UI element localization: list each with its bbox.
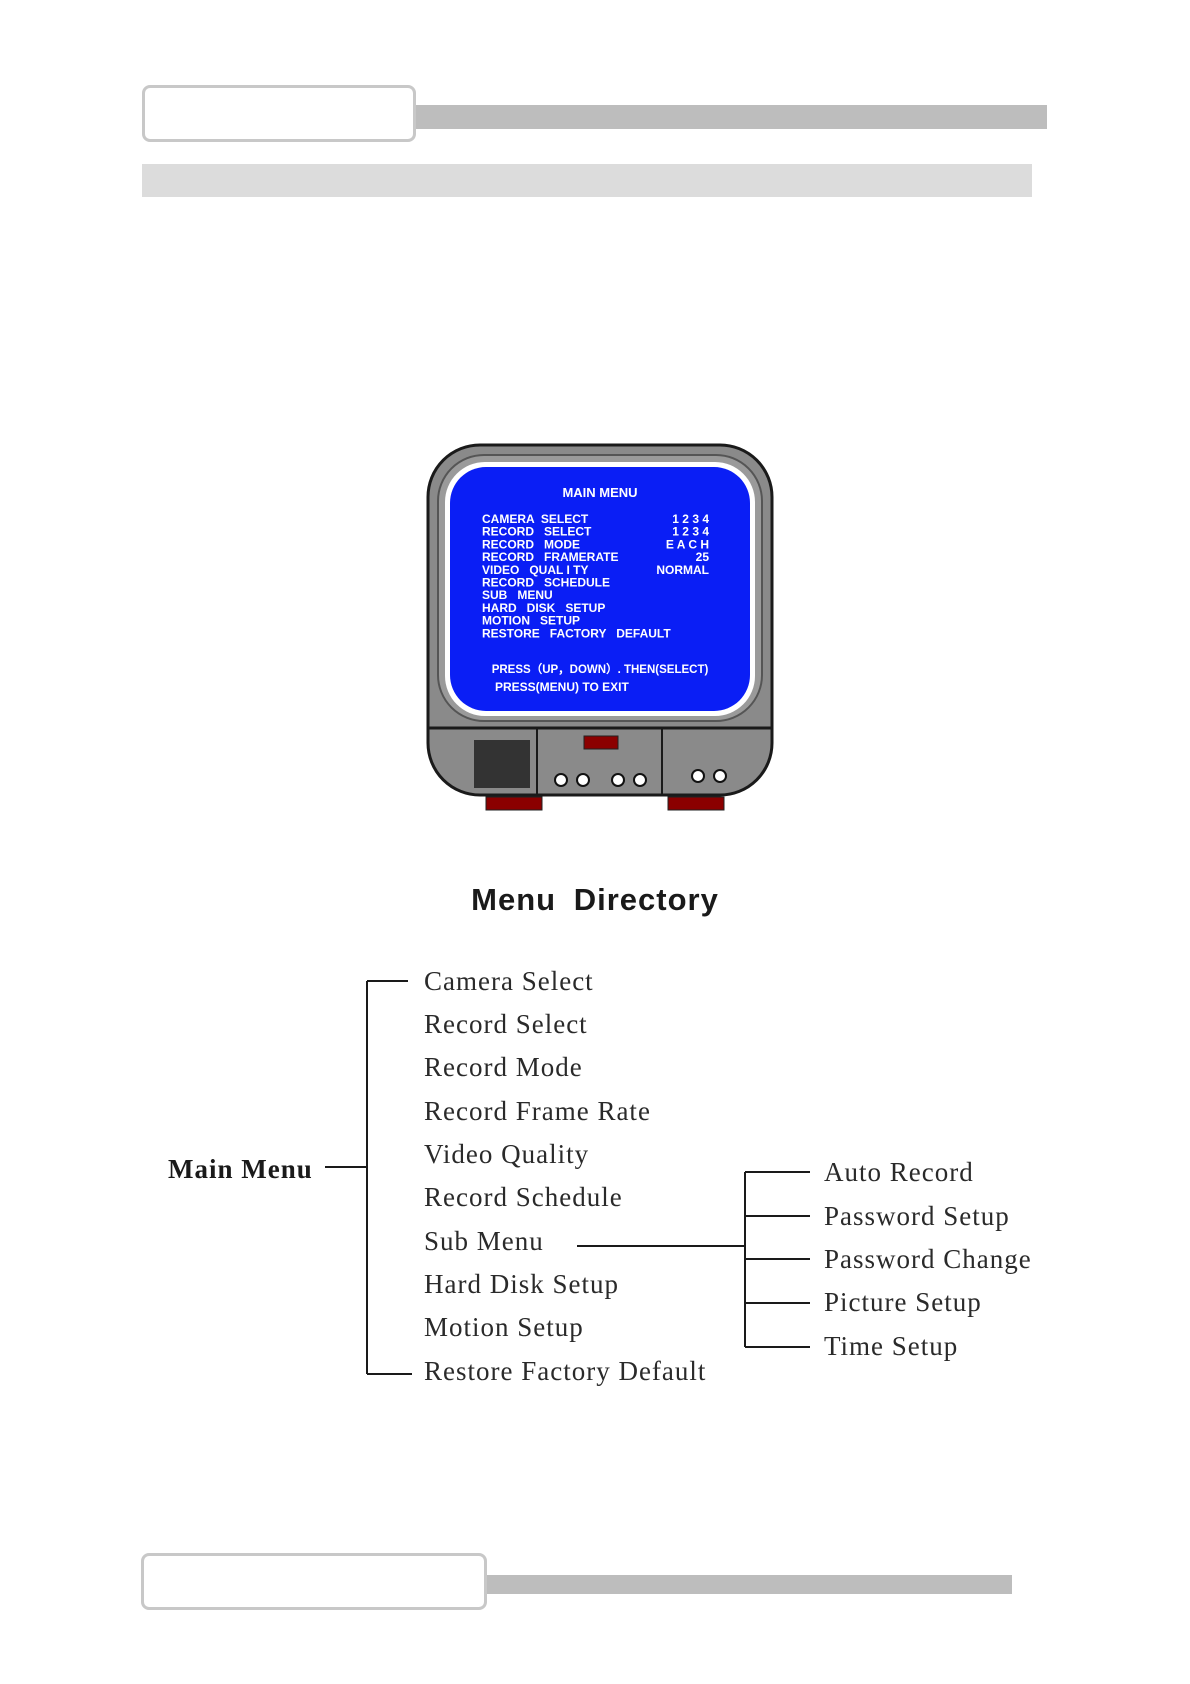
list-item: Record Select: [424, 1009, 588, 1040]
list-item: Password Change: [824, 1244, 1032, 1275]
list-item: Video Quality: [424, 1139, 589, 1170]
main-menu-label: Main Menu: [168, 1154, 313, 1185]
list-item: Hard Disk Setup: [424, 1269, 619, 1300]
list-item: Camera Select: [424, 966, 594, 997]
list-item: Sub Menu: [424, 1226, 544, 1257]
list-item: Time Setup: [824, 1331, 958, 1362]
list-item: Password Setup: [824, 1201, 1010, 1232]
list-item: Record Schedule: [424, 1182, 623, 1213]
list-item: Record Frame Rate: [424, 1096, 651, 1127]
list-item: Auto Record: [824, 1157, 974, 1188]
footer-bar: [478, 1575, 1012, 1594]
list-item: Motion Setup: [424, 1312, 584, 1343]
list-item: Restore Factory Default: [424, 1356, 706, 1387]
list-item: Picture Setup: [824, 1287, 982, 1318]
list-item: Record Mode: [424, 1052, 583, 1083]
footer-tab: [141, 1553, 487, 1610]
